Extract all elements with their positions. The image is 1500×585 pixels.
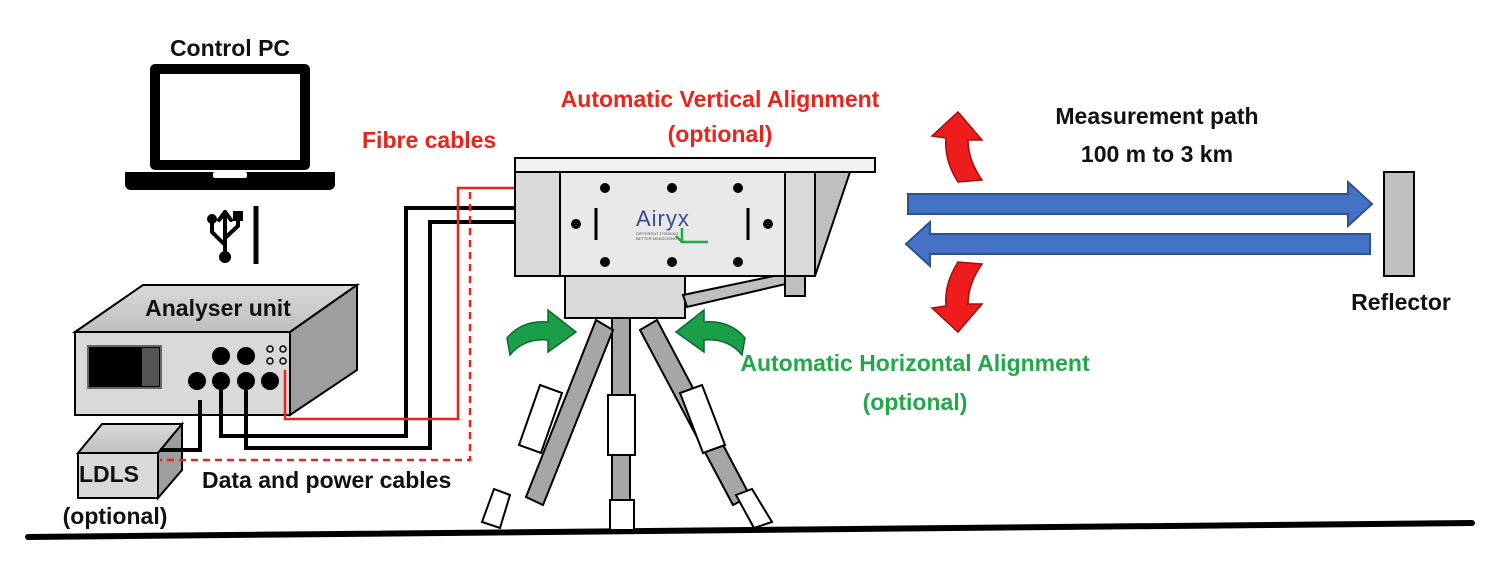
ground-line [25, 520, 1475, 540]
control-pc-label: Control PC [170, 35, 290, 61]
horizontal-alignment-optional: (optional) [863, 389, 968, 415]
ldls-optional-label: (optional) [63, 503, 168, 529]
fibre-cables-label: Fibre cables [362, 127, 496, 153]
usb-icon [207, 210, 243, 263]
analyser-unit [71, 283, 361, 417]
beam-arrow-icon-outgoing [907, 179, 1374, 229]
horizontal-alignment-label: Automatic Horizontal Alignment [740, 350, 1090, 376]
svg-text:Airyx: Airyx [636, 206, 690, 231]
fibre-cables [160, 186, 515, 462]
reflector-label: Reflector [1351, 289, 1451, 315]
tripod [480, 317, 774, 531]
laptop-icon [125, 64, 335, 190]
ldls-unit [75, 421, 185, 501]
instrument-head [514, 157, 876, 319]
vertical-alignment-optional: (optional) [668, 121, 773, 147]
svg-text:DIFFERENT THINKING: DIFFERENT THINKING [636, 231, 679, 236]
reflector [1383, 171, 1415, 277]
ldls-label: LDLS [79, 461, 139, 487]
vertical-alignment-label: Automatic Vertical Alignment [561, 86, 880, 112]
rotation-arrow-icon-down [930, 261, 984, 334]
data-power-cables-label: Data and power cables [202, 467, 451, 493]
measurement-range-label: 100 m to 3 km [1081, 141, 1233, 167]
rotation-arrow-icon-right [674, 308, 746, 357]
rotation-arrow-icon-left [506, 308, 578, 357]
svg-text:BETTER MEASURING: BETTER MEASURING [636, 236, 677, 241]
analyser-unit-label: Analyser unit [145, 295, 291, 321]
airyx-logo: Airyx DIFFERENT THINKING BETTER MEASURIN… [636, 206, 708, 244]
measurement-path-label: Measurement path [1055, 103, 1258, 129]
rotation-arrow-icon-up [930, 110, 984, 183]
beam-arrow-icon-return [904, 219, 1371, 269]
